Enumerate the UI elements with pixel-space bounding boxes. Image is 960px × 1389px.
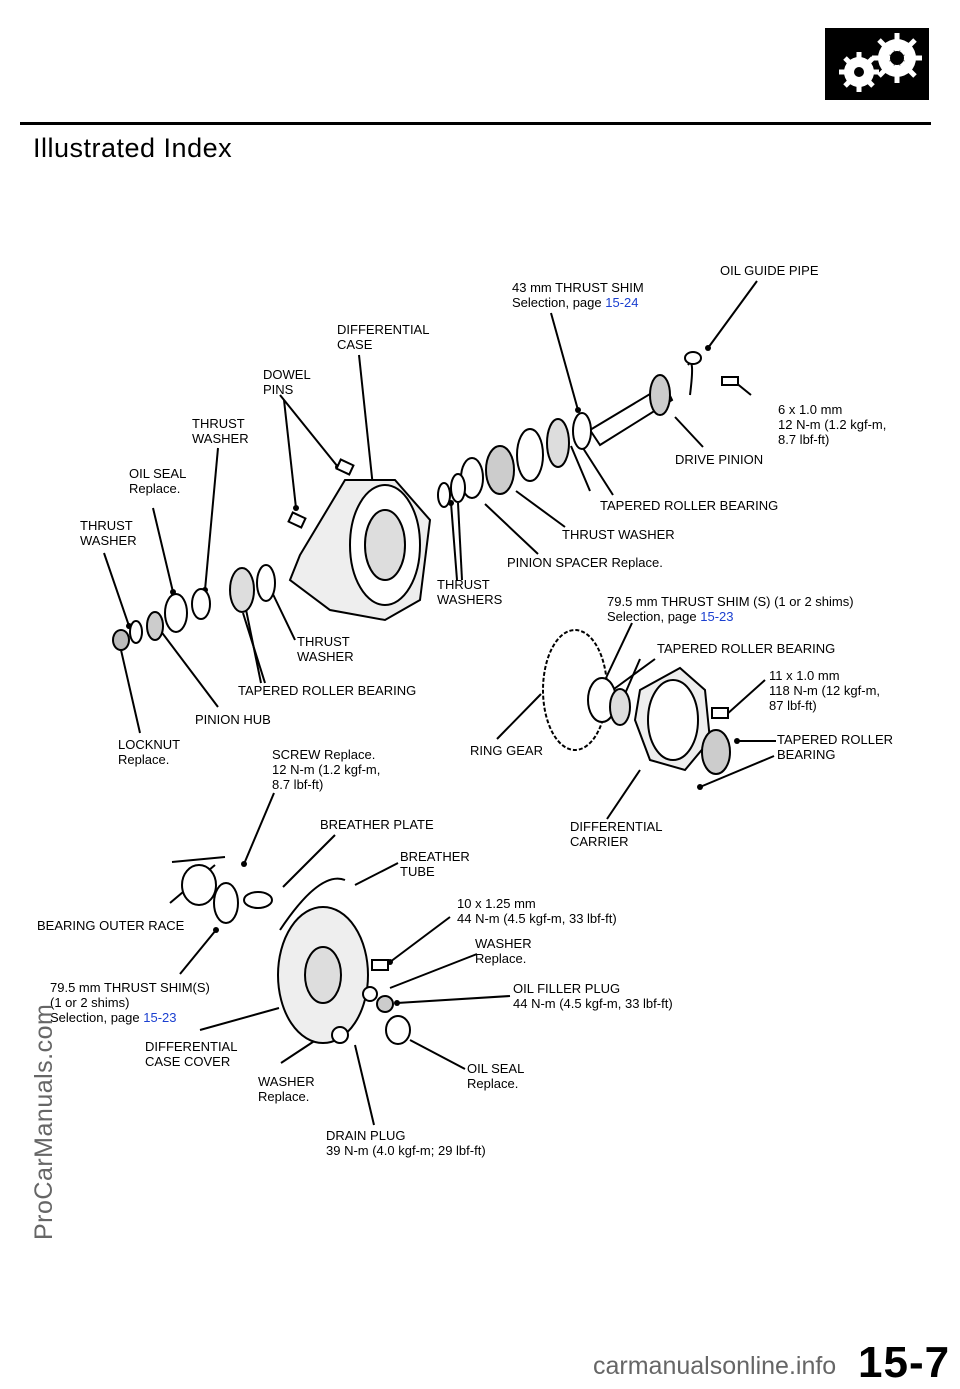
gears-icon bbox=[825, 28, 929, 100]
label-pinion-hub: PINION HUB bbox=[195, 712, 271, 727]
label-thrust-washer-c: THRUST WASHER bbox=[562, 527, 675, 542]
page-link[interactable]: 15-23 bbox=[700, 609, 734, 624]
label-bearing-outer-race: BEARING OUTER RACE bbox=[37, 918, 185, 933]
label-thrust-shim-795-a: 79.5 mm THRUST SHIM (S) (1 or 2 shims) S… bbox=[607, 594, 854, 624]
header-rule bbox=[20, 122, 931, 125]
label-breather-plate: BREATHER PLATE bbox=[320, 817, 434, 832]
watermark-left: ProCarManuals.com bbox=[30, 1003, 58, 1240]
page-link[interactable]: 15-24 bbox=[605, 295, 639, 310]
label-tapered-roller-bearing-b: TAPERED ROLLER BEARING bbox=[657, 641, 836, 656]
label-thrust-shim-43: 43 mm THRUST SHIM Selection, page 15-24 bbox=[512, 280, 644, 310]
label-thrust-shim-795-b: 79.5 mm THRUST SHIM(S) (1 or 2 shims) Se… bbox=[50, 980, 210, 1025]
label-pinion-spacer: PINION SPACER Replace. bbox=[507, 555, 663, 570]
page-link[interactable]: 15-23 bbox=[143, 1010, 177, 1025]
label-tapered-roller-bearing-c: TAPERED ROLLER BEARING bbox=[238, 683, 417, 698]
label-drive-pinion: DRIVE PINION bbox=[675, 452, 764, 467]
page-title: Illustrated Index bbox=[33, 133, 233, 163]
label-oil-guide-pipe: OIL GUIDE PIPE bbox=[720, 263, 819, 278]
label-tapered-roller-bearing-a: TAPERED ROLLER BEARING bbox=[600, 498, 779, 513]
watermark-bottom: carmanualsonline.info bbox=[593, 1352, 837, 1380]
page-number: 15-7 bbox=[858, 1338, 951, 1387]
label-ring-gear: RING GEAR bbox=[470, 743, 543, 758]
label-screw: SCREW Replace.12 N-m (1.2 kgf-m,8.7 lbf-… bbox=[272, 747, 381, 792]
